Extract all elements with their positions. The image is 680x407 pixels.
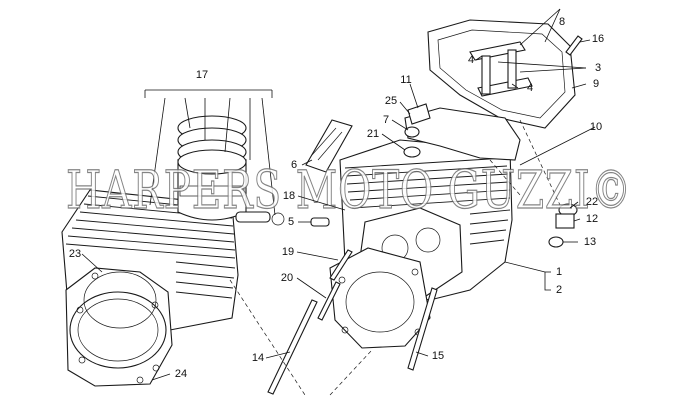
valve-seat [415, 227, 441, 253]
bracket [407, 103, 431, 125]
head-studs [267, 249, 438, 395]
callout-15: 15 [432, 350, 444, 362]
cylinder-barrel [61, 189, 239, 387]
callout-leaders [81, 8, 596, 381]
o-ring [548, 236, 564, 248]
callout-11: 11 [400, 74, 411, 86]
callout-25: 25 [385, 95, 397, 107]
small-parts [305, 103, 578, 248]
head-gasket [329, 247, 431, 349]
callout-24: 24 [175, 368, 187, 380]
callout-14: 14 [252, 352, 264, 364]
assembly-lines [229, 119, 561, 396]
callout-labels: 17 8 16 3 4 4 9 11 25 10 7 21 6 18 5 19 … [69, 16, 604, 380]
callout-7: 7 [383, 114, 389, 126]
callout-17-bracket [144, 89, 276, 216]
piston-pin [235, 211, 271, 223]
cover-bolt [565, 35, 583, 56]
cylinder-bore [69, 291, 167, 369]
callout-3: 3 [595, 62, 601, 74]
piston-assembly [177, 115, 285, 226]
callout-18: 18 [283, 190, 295, 202]
callout-4-upper: 4 [468, 54, 474, 66]
callout-4-lower: 4 [527, 82, 533, 94]
circlip [271, 212, 285, 226]
rocker-shaft [481, 55, 491, 95]
rocker-cover [427, 19, 583, 129]
callout-1: 1 [556, 266, 562, 278]
callout-9: 9 [593, 78, 599, 90]
callout-6: 6 [291, 159, 297, 171]
callout-12: 12 [586, 213, 598, 225]
callout-13: 13 [584, 236, 596, 248]
oil-filter-element [305, 119, 353, 173]
cover-gasket [404, 107, 521, 161]
nut [404, 126, 420, 138]
callout-21: 21 [367, 128, 379, 140]
callout-5: 5 [288, 216, 294, 228]
callout-2: 2 [556, 284, 562, 296]
callout-8: 8 [559, 16, 565, 28]
callout-22: 22 [586, 196, 598, 208]
callout-23: 23 [69, 248, 81, 260]
head-fins [344, 157, 511, 245]
callout-19: 19 [282, 246, 294, 258]
callout-20: 20 [281, 272, 293, 284]
rocker-shaft [507, 49, 517, 89]
callout-17: 17 [196, 69, 208, 81]
spring-washer [403, 146, 421, 158]
watermark-text: HARPERS MOTO GUZZI© [66, 161, 632, 221]
callout-10: 10 [590, 121, 602, 133]
callout-16: 16 [592, 33, 604, 45]
